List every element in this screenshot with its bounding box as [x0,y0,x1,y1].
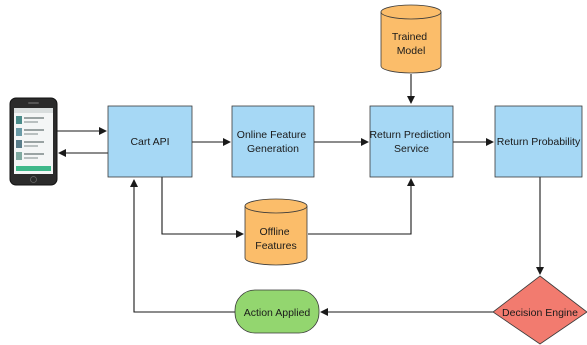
arrow-action-to-cart [130,179,235,313]
arrow-cart-to-offline-features [161,177,244,238]
online-feature-generation-node: Online Feature Generation [231,105,315,178]
offline-features-label-line1: Offline [259,226,289,238]
online-feature-generation-label-line2: Generation [247,143,299,155]
return-probability-label: Return Probability [497,136,581,148]
connectors [57,74,544,316]
svg-text:Trained Model: Trained Model [392,31,430,57]
smartphone-icon [9,97,58,186]
return-prediction-service-label-line1: Return Prediction [369,129,450,141]
return-prediction-service-label-line2: Service [394,143,429,155]
online-feature-generation-label-line1: Online Feature [237,129,307,141]
trained-model-label-line1: Trained [392,31,427,43]
trained-model-datastore: Trained Model [380,4,442,74]
arrow-offline-features-to-prediction [308,178,415,235]
return-prediction-service-node: Return Prediction Service [369,105,454,178]
action-applied-label: Action Applied [244,307,311,319]
action-applied-node: Action Applied [234,289,320,334]
cart-api-node: Cart API [107,105,193,178]
decision-engine-label: Decision Engine [502,307,578,319]
offline-features-label-line2: Features [255,240,296,252]
cart-api-label: Cart API [130,136,169,148]
offline-features-datastore: Offline Features [244,198,308,266]
return-probability-node: Return Probability [494,105,583,178]
decision-engine-node: Decision Engine [492,275,587,345]
svg-text:Offline Features: Offline Features [255,226,296,252]
trained-model-label-line2: Model [397,45,426,57]
svg-text:Return Prediction Servic: Return Prediction Service [369,129,453,155]
svg-text:Online Feature Generatio: Online Feature Generation [237,129,309,155]
